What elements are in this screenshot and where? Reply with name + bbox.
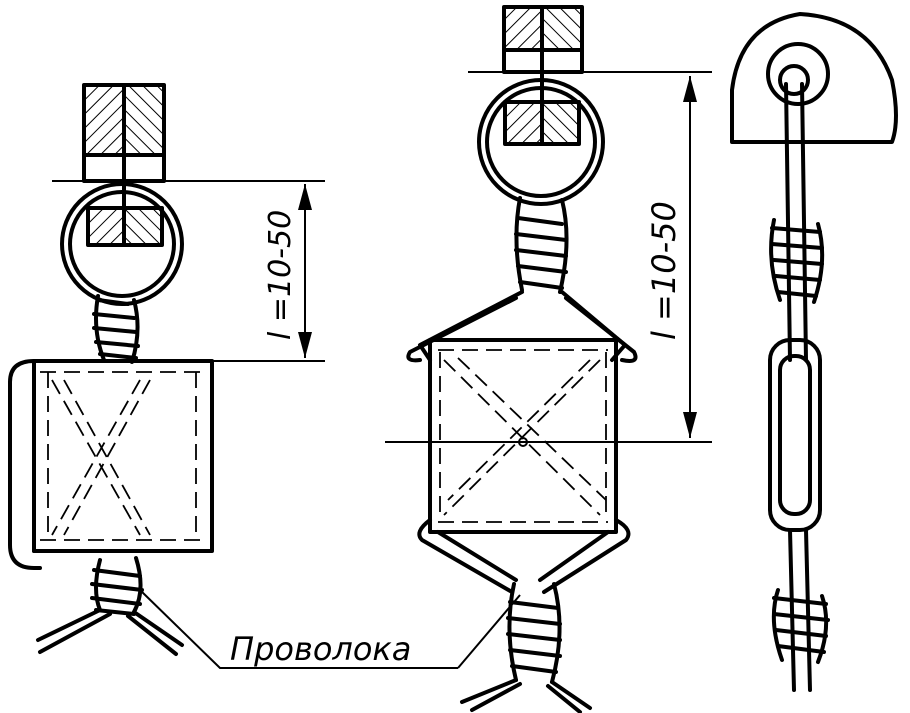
middle-dimension bbox=[468, 71, 712, 443]
middle-upper-twist bbox=[514, 196, 569, 294]
dimension-label-middle: l =10-50 bbox=[645, 201, 683, 340]
left-assembly bbox=[8, 83, 325, 656]
left-wire-loop bbox=[60, 179, 184, 306]
left-upper-twist bbox=[92, 294, 140, 364]
left-upper-block bbox=[82, 83, 166, 183]
middle-lower-twist bbox=[460, 582, 592, 713]
right-mount bbox=[730, 12, 898, 144]
left-dimension bbox=[52, 180, 325, 362]
left-ferrite-block bbox=[8, 359, 214, 570]
middle-assembly bbox=[385, 5, 712, 713]
left-lower-twist bbox=[36, 556, 184, 656]
right-assembly bbox=[730, 12, 898, 692]
dimension-label-left: l =10-50 bbox=[263, 210, 298, 340]
middle-wire-loop bbox=[477, 70, 605, 206]
wire-label: Проволока bbox=[230, 630, 411, 668]
middle-ferrite-block bbox=[385, 290, 638, 594]
wire-leader-lines bbox=[139, 589, 521, 669]
right-wire bbox=[768, 82, 830, 692]
middle-upper-block bbox=[502, 5, 584, 74]
